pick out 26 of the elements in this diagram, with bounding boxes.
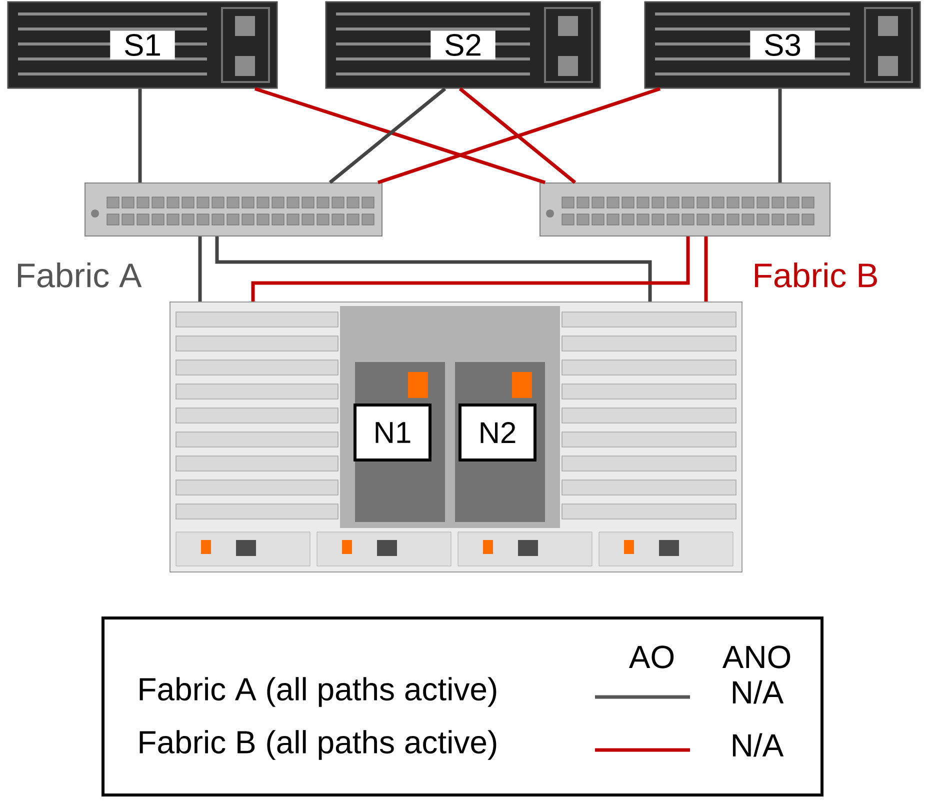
controller-box: N2 — [458, 404, 536, 462]
server-drawing: S2 — [325, 1, 601, 89]
connection-line — [458, 87, 576, 184]
connection-line — [377, 87, 661, 184]
column-label: N/A — [732, 680, 784, 704]
legend-text: Fabric B (all paths active) — [140, 730, 496, 760]
connection-line — [198, 236, 202, 302]
connection-line — [251, 236, 690, 302]
connection-line — [704, 236, 708, 302]
fabric-label: Fabric B — [755, 262, 877, 288]
server-drawing: S3 — [644, 1, 921, 89]
switch-drawing — [540, 182, 830, 236]
connection-line — [138, 88, 142, 182]
column-label: AO — [628, 646, 674, 668]
storage-chassis-drawing — [170, 302, 742, 572]
connection-line — [778, 88, 782, 182]
switch-drawing — [84, 182, 382, 236]
connection-line — [254, 87, 546, 184]
connection-line — [215, 236, 652, 302]
controller-box: N1 — [354, 404, 432, 462]
column-label: N/A — [732, 733, 784, 757]
column-label: ANO — [722, 646, 790, 668]
legend-text: Fabric A (all paths active) — [140, 677, 496, 707]
server-drawing: S1 — [7, 1, 278, 89]
connection-line — [328, 87, 446, 184]
fabric-label: Fabric A — [18, 262, 142, 288]
